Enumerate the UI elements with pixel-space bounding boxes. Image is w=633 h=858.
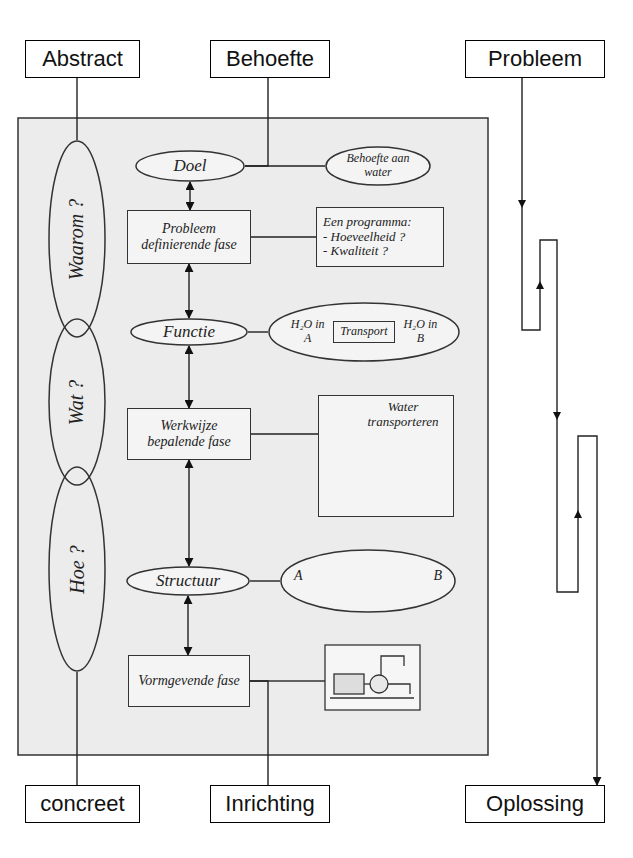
node-text: Transport [340, 325, 387, 339]
node-text: Een programma: [323, 215, 412, 230]
node-text: Structuur [156, 571, 220, 591]
node-text: H₂O in A [290, 318, 326, 346]
connector-line [245, 165, 325, 166]
node-text: Hoe ? [66, 545, 89, 593]
phase-box: Vormgevende fase [128, 655, 250, 707]
connector-line [251, 236, 316, 237]
node-text: Water transporteren [361, 400, 445, 430]
node-text: Behoefte [226, 46, 314, 71]
node-text: - Hoeveelheid ? [323, 230, 405, 245]
transport-box: Transport [333, 321, 394, 343]
node-text: Wat ? [66, 379, 89, 424]
question-ellipse: Wat ? [48, 318, 106, 486]
example-ellipse: H₂O in A H₂O in B Transport [268, 302, 460, 362]
connector-line [248, 331, 268, 332]
flow-arrowhead [553, 412, 561, 420]
node-text: H₂O in B [402, 318, 438, 346]
example-box: Een programma:- Hoeveelheid ?- Kwaliteit… [316, 207, 444, 267]
phase-box: Probleem definierende fase [127, 210, 251, 264]
connector-line [187, 596, 188, 655]
question-ellipse: Hoe ? [48, 466, 106, 672]
node-text: Probleem [488, 46, 582, 71]
node-text: Functie [163, 322, 215, 342]
node-text: Waarom ? [66, 198, 89, 279]
node-text: B [433, 568, 442, 584]
node-text: Vormgevende fase [138, 673, 239, 689]
process-label: Oplossing [465, 785, 605, 823]
scanned-page [18, 118, 488, 755]
connector-line [188, 346, 189, 408]
node-text: Inrichting [225, 791, 314, 816]
level-label: Inrichting [210, 785, 330, 823]
level-label: concreet [25, 785, 140, 823]
connector-line [76, 672, 77, 785]
connector-line [245, 78, 268, 166]
sketch-frame [325, 645, 420, 710]
stage-ellipse: Structuur [126, 566, 250, 596]
level-label: Abstract [25, 40, 140, 78]
phase-box: Werkwijze bepalende fase [127, 408, 251, 460]
connector-line [188, 264, 189, 318]
installation-sketch [250, 645, 420, 710]
node-text: Behoefte aan water [335, 152, 421, 180]
node-text: Doel [173, 156, 206, 176]
process-label: Probleem [465, 40, 605, 78]
connector-line [250, 580, 280, 581]
flow-arrowhead [536, 281, 544, 289]
stage-ellipse: Functie [130, 318, 248, 346]
connector-line [250, 681, 268, 785]
example-box: Water transporteren [318, 395, 454, 517]
pipe-line [381, 656, 404, 675]
node-text: Probleem definierende fase [134, 221, 244, 253]
example-ellipse: Behoefte aan water [325, 146, 431, 186]
node-text: concreet [40, 791, 124, 816]
connector-line [522, 78, 597, 785]
question-ellipse: Waarom ? [48, 140, 106, 338]
connector-line [251, 433, 318, 434]
node-text: Abstract [42, 46, 123, 71]
pipe-line [388, 684, 410, 694]
node-text: A [294, 568, 303, 584]
stage-ellipse: Doel [135, 150, 245, 182]
ellipse-outline [280, 549, 456, 613]
example-ellipse: AB [280, 549, 456, 613]
flow-arrowhead [574, 510, 582, 518]
motor-symbol [334, 674, 364, 694]
node-text: - Kwaliteit ? [323, 244, 388, 259]
flow-arrowhead [518, 200, 526, 208]
connector-line [76, 78, 77, 140]
node-text: Werkwijze bepalende fase [134, 418, 244, 450]
level-label: Behoefte [210, 40, 330, 78]
base-plate [330, 697, 414, 698]
pump-housing [370, 675, 388, 693]
node-text: Oplossing [486, 791, 584, 816]
connector-line [189, 182, 190, 210]
connector-line [188, 460, 189, 566]
